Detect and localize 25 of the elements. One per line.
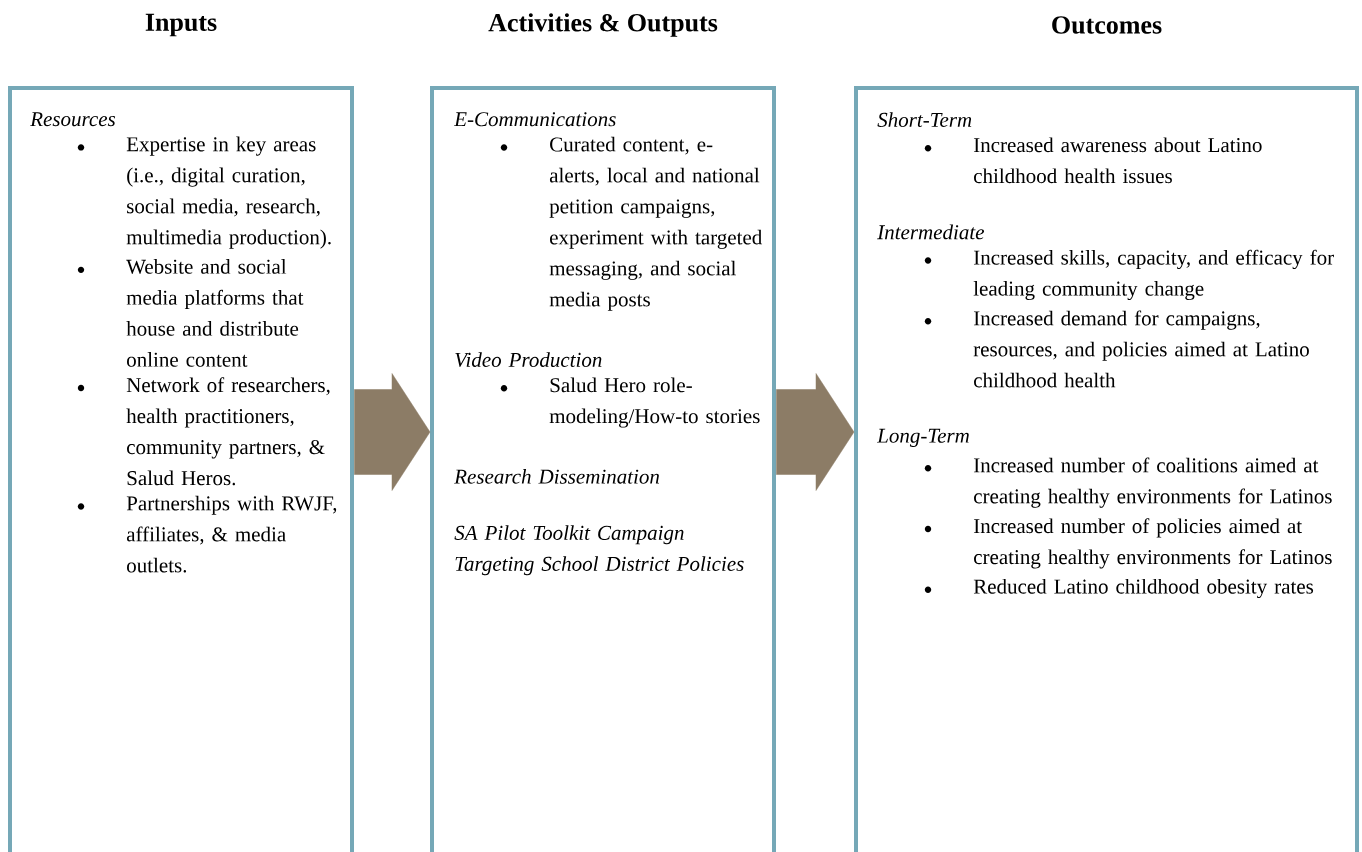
bullet-item: Network of researchers, health practitioners, community partners, & Salud Heros. — [77, 377, 330, 486]
section-heading: E-Communications — [453, 112, 616, 127]
block-arrow — [354, 373, 431, 491]
bullet-item: Expertise in key areas (i.e., digital curation, social media, research, multimedia production). — [77, 136, 331, 249]
section-heading: SA Pilot Toolkit Campaign Targeting School District Policies — [454, 525, 744, 576]
block-arrow — [776, 373, 855, 491]
bullet-item: Increased demand for campaigns, resources, and policies aimed at Latino childhood health — [924, 310, 1309, 388]
section-heading: Long-Term — [876, 428, 969, 448]
column-heading: Outcomes — [1052, 16, 1162, 34]
bullet-item: Curated content, e-alerts, local and national petition campaigns, experiment with targeted messaging, and social media posts — [500, 136, 763, 311]
column-heading: Activities & Outputs — [488, 13, 718, 37]
bullet-item: Increased skills, capacity, and efficacy for leading community change — [924, 249, 1334, 301]
bullet-item: Partnerships with RWJF, affiliates, & media outlets. — [77, 495, 337, 573]
section-heading: Research Dissemination — [454, 469, 660, 484]
bullet-item: Increased awareness about Latino childhood health issues — [924, 137, 1262, 184]
column-heading: Inputs — [145, 13, 217, 37]
section-heading: Short-Term — [877, 112, 972, 127]
bullet-item: Website and social media platforms that house and distribute online content — [77, 259, 304, 367]
bullet-item: Increased number of coalitions aimed at creating healthy environments for Latinos — [924, 457, 1332, 508]
bullet-item: Salud Hero role-modeling/How-to stories — [500, 377, 760, 428]
bullet-item: Increased number of policies aimed at creating healthy environments for Latinos — [924, 518, 1332, 569]
section-heading: Intermediate — [877, 224, 985, 240]
bullet-item: Reduced Latino childhood obesity rates — [924, 578, 1314, 598]
section-heading: Video Production — [455, 352, 602, 368]
section-heading: Resources — [30, 112, 116, 127]
